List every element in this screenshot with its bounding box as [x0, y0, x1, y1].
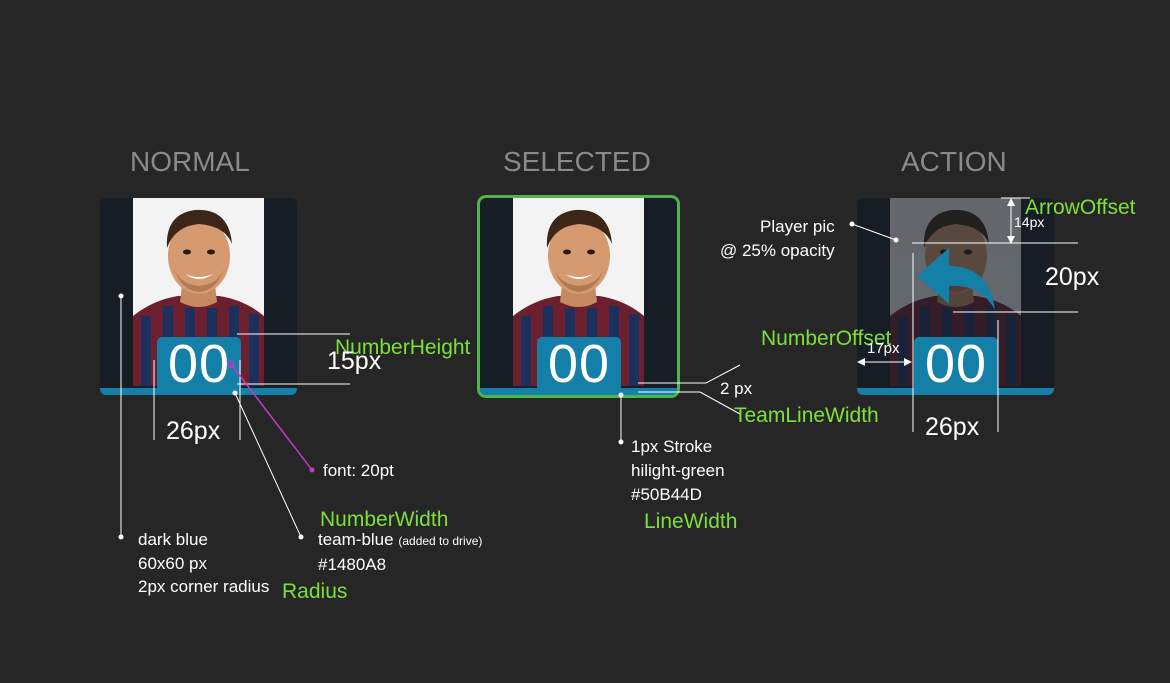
arrow-offset-label: ArrowOffset: [1025, 196, 1136, 219]
player-pic-opacity: @ 25% opacity: [720, 241, 835, 260]
team-blue-hex: #1480A8: [318, 555, 387, 574]
team-line-width-label: TeamLineWidth: [734, 404, 879, 427]
player-number: 00: [537, 337, 621, 391]
number-height-value: 15px: [327, 347, 382, 375]
action-arrow-icon: [917, 248, 995, 310]
number-height-label: NumberHeight: [335, 336, 471, 359]
arrow-offset-value: 14px: [1014, 214, 1045, 230]
player-number: 00: [914, 337, 998, 391]
action-number-width-value: 26px: [925, 413, 980, 441]
number-width-value: 26px: [166, 417, 221, 445]
player-card-action[interactable]: 00: [857, 198, 1054, 395]
player-card-selected[interactable]: 00: [480, 198, 677, 395]
dark-blue-radius: 2px corner radius: [138, 577, 270, 596]
state-title-action: ACTION: [901, 146, 1007, 177]
number-offset-value: 17px: [867, 340, 900, 357]
state-title-selected: SELECTED: [503, 146, 651, 177]
team-line: [480, 388, 677, 395]
number-offset-label: NumberOffset: [761, 327, 892, 350]
dark-blue-name: dark blue: [138, 530, 208, 549]
team-blue-note: team-blue (added to drive): [318, 530, 483, 549]
team-line: [857, 388, 1054, 395]
radius-label: Radius: [282, 580, 348, 603]
stroke-color-hex: #50B44D: [631, 485, 702, 504]
team-line: [100, 388, 297, 395]
stroke-color-name: hilight-green: [631, 461, 725, 480]
font-size-note: font: 20pt: [323, 461, 394, 480]
dark-blue-size: 60x60 px: [138, 554, 207, 573]
arrow-size-value: 20px: [1045, 263, 1100, 291]
number-width-label: NumberWidth: [320, 508, 449, 531]
stroke-desc: 1px Stroke: [631, 437, 713, 456]
state-title-normal: NORMAL: [130, 146, 250, 177]
line-width-label: LineWidth: [644, 510, 738, 533]
player-card-normal[interactable]: 00: [100, 198, 297, 395]
team-line-width-value: 2 px: [720, 379, 753, 398]
player-number: 00: [157, 337, 241, 391]
player-pic-note: Player pic: [760, 217, 835, 236]
